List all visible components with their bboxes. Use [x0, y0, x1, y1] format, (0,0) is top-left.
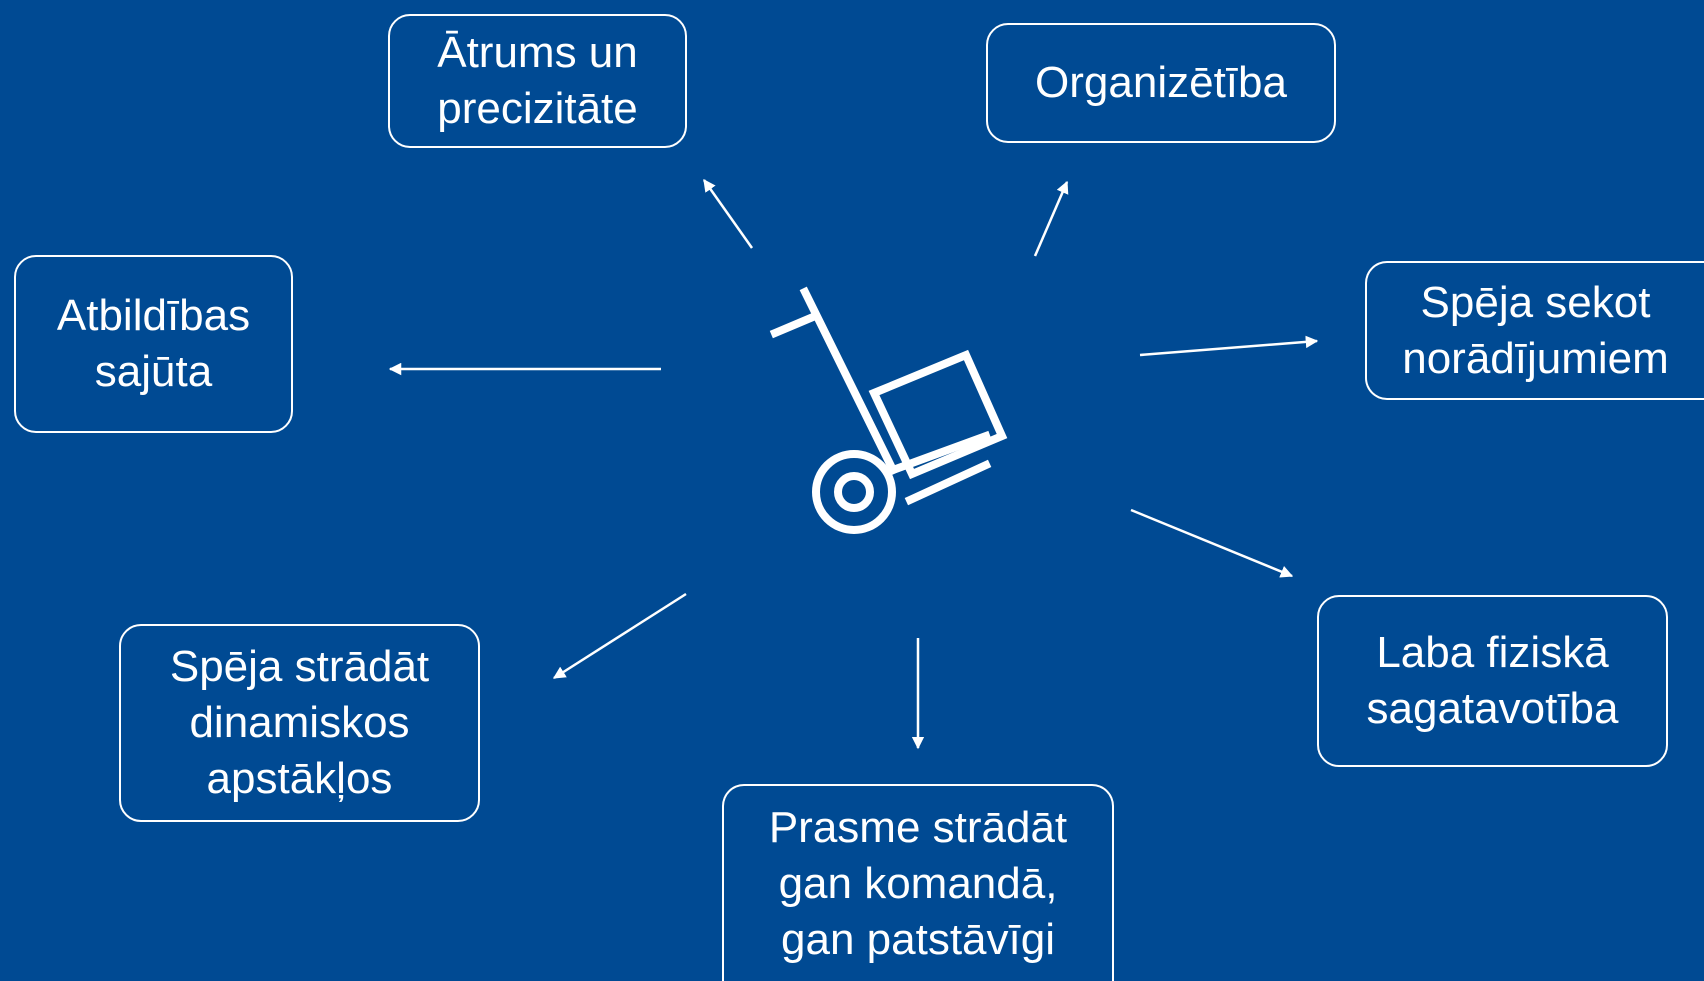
node-label-line: sagatavotība: [1366, 684, 1619, 733]
node-prasme-stradat: Prasme strādāt gan komandā, gan patstāvī…: [722, 784, 1114, 981]
hand-truck-icon: [769, 286, 1008, 534]
node-label-line: norādījumiem: [1402, 333, 1669, 383]
arrow-to-speja-sekot: [1139, 335, 1319, 357]
node-atrums-un-precizitate: Ātrums un precizitāte: [388, 14, 687, 148]
node-label-line: Spēja strādāt: [169, 642, 430, 691]
node-organizetiba: Organizētība: [986, 23, 1336, 143]
arrow-to-speja-stradat: [552, 592, 687, 680]
node-atbildibas-sajuta: Atbildības sajūta: [14, 255, 293, 433]
node-speja-stradat-dinamiskos-apstaklos: Spēja strādāt dinamiskos apstākļos: [119, 624, 480, 822]
node-label-line: apstākļos: [206, 754, 393, 803]
node-label-line: Organizētība: [1035, 58, 1287, 107]
node-label-line: Spēja sekot: [1420, 277, 1651, 327]
node-label-line: precizitāte: [437, 84, 638, 133]
node-label-line: Prasme strādāt: [768, 802, 1068, 852]
node-label-line: gan komandā,: [778, 858, 1058, 908]
node-speja-sekot-noradijumiem: Spēja sekot norādījumiem: [1365, 261, 1704, 400]
arrow-to-organizetiba: [1033, 180, 1069, 257]
node-label-line: sajūta: [94, 347, 213, 396]
node-label-line: Ātrums un: [437, 28, 638, 77]
arrow-to-atrums: [702, 178, 754, 249]
node-label-line: gan patstāvīgi: [781, 914, 1055, 964]
arrow-to-laba-fiziska: [1130, 508, 1294, 578]
node-label-line: dinamiskos: [189, 698, 410, 747]
node-laba-fiziska-sagatavotiba: Laba fiziskā sagatavotība: [1317, 595, 1668, 767]
node-label-line: Atbildības: [56, 291, 251, 340]
node-label-line: Laba fiziskā: [1376, 628, 1609, 677]
